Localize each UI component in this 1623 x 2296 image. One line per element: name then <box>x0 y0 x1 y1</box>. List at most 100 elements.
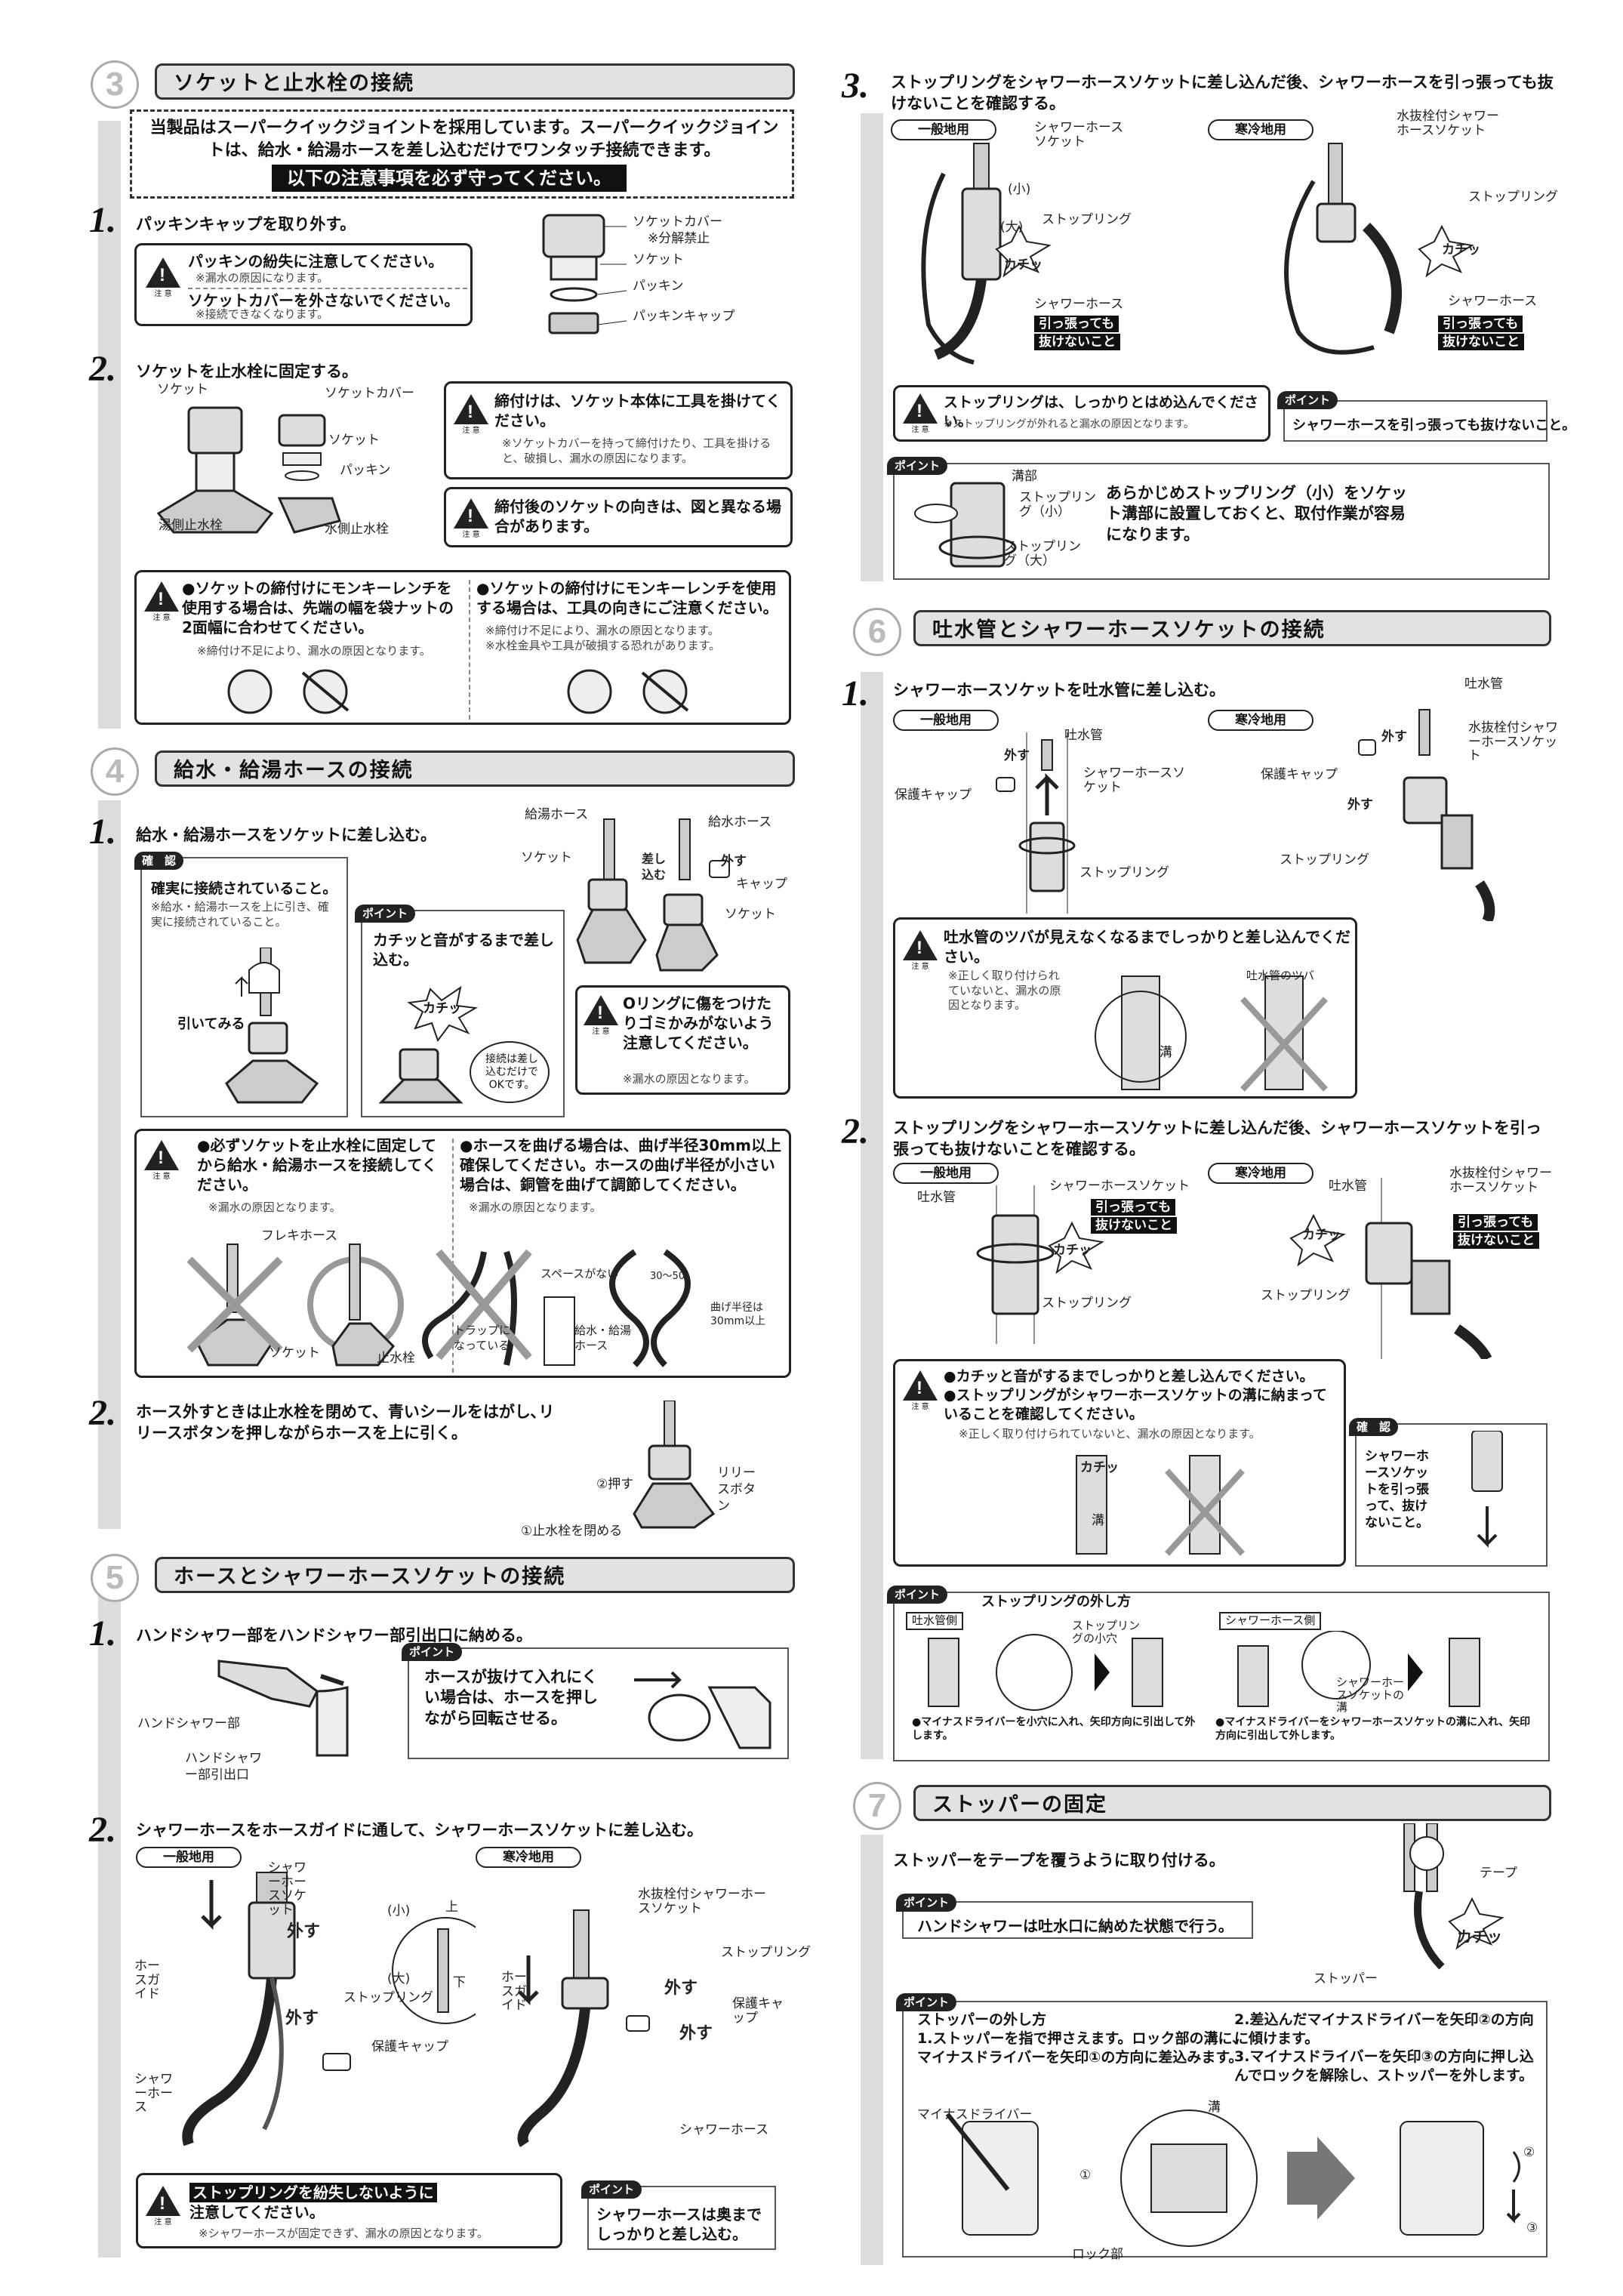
left-gutter-5 <box>98 1593 121 2257</box>
label-kachi: カチッ <box>1004 257 1042 273</box>
label-spout: 吐水管 <box>1329 1179 1367 1194</box>
kachi-illustration <box>378 985 550 1104</box>
divider <box>452 1139 454 1373</box>
s3-big-warning: 注 意 ●ソケットの締付けにモンキーレンチを使用する場合は、先端の幅を袋ナットの… <box>134 570 791 725</box>
warn-text: ●ソケットの締付けにモンキーレンチを使用する場合は、工具の向きにご注意ください。 <box>476 579 778 617</box>
label-remove: 外す <box>1347 797 1373 812</box>
shower-hose-general-illustration <box>182 1872 476 2147</box>
warn-text: ●カチッと音がするまでしっかりと差し込んでください。 <box>944 1368 1314 1385</box>
label-lock: ロック部 <box>1072 2247 1123 2262</box>
section-5-title: ホースとシャワーホースソケットの接続 <box>155 1557 795 1593</box>
label-shower-socket: シャワーホースソケット <box>268 1860 306 1918</box>
s5-step3-number: 3. <box>842 66 869 106</box>
ring-check-illustration <box>1076 1455 1245 1556</box>
warn-note: ※接続できなくなります。 <box>196 307 329 321</box>
label-cold-valve: 水側止水栓 <box>325 522 389 537</box>
label-kachi: カチッ <box>1302 1228 1341 1243</box>
warn-text: ●必ずソケットを止水栓に固定してから給水・給湯ホースを接続してください。 <box>197 1136 437 1194</box>
warn-note: ※正しく取り付けられていないと、漏水の原因となります。 <box>959 1427 1261 1441</box>
label-release-button: リリースボタン <box>717 1465 756 1515</box>
label-cold-socket: 水抜栓付シャワーホースソケット <box>1449 1166 1552 1195</box>
label-hose-guide: ホースガイド <box>134 1959 160 2002</box>
remove-step-1: 1.ストッパーを指で押さえます。ロック部の溝に、マイナスドライバーを矢印①の方向… <box>917 2030 1246 2066</box>
label-insert: 差し込む <box>642 852 667 882</box>
section-6-title: 吐水管とシャワーホースソケットの接続 <box>913 610 1551 646</box>
socket-parts-illustration <box>542 214 627 334</box>
label-screwdriver: マイナスドライバー <box>917 2107 1033 2122</box>
label-close-valve: ①止水栓を閉める <box>521 1524 623 1539</box>
check-note: ※給水・給湯ホースを上に引き、確実に接続されていること。 <box>151 900 329 929</box>
warn-note: ※水栓金具や工具が破損する恐れがあります。 <box>485 639 721 652</box>
label-stop-ring: ストップリング <box>721 1945 811 1960</box>
label-bend-radius: 曲げ半径は30mm以上 <box>710 1302 766 1328</box>
remove-title: ストッパーの外し方 <box>917 2011 1047 2028</box>
label-groove: 溝部 <box>1012 469 1037 484</box>
label-socket-groove: シャワーホースソケットの溝 <box>1336 1675 1405 1714</box>
label-groove: 溝 <box>1208 2100 1221 2115</box>
label-flange: 吐水管のツバ <box>1246 969 1315 982</box>
label-spout: 吐水管 <box>1064 728 1103 743</box>
section-7-number: 7 <box>853 1782 901 1830</box>
warn-text: ソケットカバーを外さないでください。 <box>188 288 467 310</box>
label-shower-socket: シャワーホースソケット <box>1083 766 1186 795</box>
warning-icon: 注 意 <box>903 1370 938 1412</box>
warn-text: Oリングに傷をつけたりゴミかみがないよう注意してください。 <box>623 994 774 1052</box>
label-remove: 外す <box>721 854 747 869</box>
section-6-number: 6 <box>853 608 901 656</box>
label-remove: 外す <box>287 1922 321 1941</box>
check-tag: 確 認 <box>134 852 184 870</box>
label-push: ②押す <box>596 1477 634 1492</box>
label-packing-cap: パッキンキャップ <box>633 309 735 324</box>
remove-step-3: 3.マイナスドライバーを矢印③の方向に押し込んでロックを解除し、ストッパーを外し… <box>1234 2048 1534 2084</box>
warning-icon: 注 意 <box>146 2186 180 2227</box>
s6-general-pill: 一般地用 <box>893 710 999 731</box>
warn-highlight: ストップリングを紛失しないように <box>189 2183 437 2202</box>
spout-ring-cold-illustration <box>1289 1178 1492 1359</box>
label-stop-ring: ストップリング <box>1042 212 1132 227</box>
warning-icon: 注 意 <box>144 581 179 623</box>
label-ring-small: ストップリング（小） <box>1019 490 1096 519</box>
label-trap: トラップになっている <box>454 1324 511 1352</box>
warn-note: ※ソケットカバーを持って締付けたり、工具を掛けると、破損し、漏水の原因になります… <box>502 436 771 465</box>
stop-ring-general-illustration <box>921 143 1052 365</box>
s6-check-box <box>1355 1423 1548 1567</box>
s3-step1-text: パッキンキャップを取り外す。 <box>136 215 356 233</box>
s6s2-cold-pill: 寒冷地用 <box>1208 1163 1313 1184</box>
point-tag: ポイント <box>402 1643 463 1661</box>
hand-shower-illustration <box>217 1660 349 1757</box>
label-stop-ring: ストップリング <box>1042 1296 1132 1311</box>
warn-note: ※シャワーホースが固定できず、漏水の原因となります。 <box>199 2227 488 2240</box>
s3-step2-warning1: 注 意 締付けは、ソケット本体に工具を掛けてください。 ※ソケットカバーを持って… <box>444 381 793 479</box>
label-stop-ring: ストップリング <box>1261 1288 1350 1303</box>
label-protect-cap: 保護キャップ <box>371 2039 448 2054</box>
warning-icon: 注 意 <box>144 1140 179 1182</box>
s7-text: ストッパーをテープを覆うように取り付ける。 <box>893 1851 1225 1869</box>
label-tape: テープ <box>1480 1866 1517 1881</box>
s6-step1-number: 1. <box>842 673 869 713</box>
spout-flange-illustration <box>1095 975 1328 1092</box>
s5-step2-text: シャワーホースをホースガイドに通して、シャワーホースソケットに差し込む。 <box>136 1821 704 1839</box>
label-cap: キャップ <box>736 877 787 892</box>
point-tag: ポイント <box>896 1993 957 2011</box>
label-stop-ring: ストップリング <box>343 1990 433 2005</box>
hose-bending-illustration <box>186 1244 691 1367</box>
s5-step1-text: ハンドシャワー部をハンドシャワー部引出口に納める。 <box>136 1626 532 1644</box>
spout-ring-general-illustration <box>976 1185 1104 1344</box>
label-shower-hose: シャワーホース <box>134 2072 173 2116</box>
pull-label: 抜けないこと <box>1438 334 1524 350</box>
section-7-title: ストッパーの固定 <box>913 1785 1551 1821</box>
label-small: (小) <box>1008 182 1031 197</box>
side-tag: 吐水管側 <box>906 1612 964 1630</box>
label-kachi: カチッ <box>1457 1928 1502 1946</box>
label-hot-valve: 湯側止水栓 <box>159 518 223 533</box>
check-text: 確実に接続されていること。 <box>151 880 337 897</box>
warn-text: ●ストップリングがシャワーホースソケットの溝に納まっていることを確認してください… <box>944 1387 1327 1422</box>
point-note-1: ●マイナスドライバーを小穴に入れ、矢印方向に引出して外します。 <box>912 1716 1196 1743</box>
label-cold-socket: 水抜栓付シャワーホースソケット <box>1397 109 1499 138</box>
side-tag: シャワーホース側 <box>1219 1612 1322 1630</box>
label-shower-socket: シャワーホースソケット <box>1034 120 1124 149</box>
label-hot-hose: 給湯ホース <box>525 807 589 822</box>
section-5-number: 5 <box>91 1554 139 1602</box>
warning-icon: 注 意 <box>903 930 938 972</box>
label-valve: 止水栓 <box>377 1351 415 1366</box>
